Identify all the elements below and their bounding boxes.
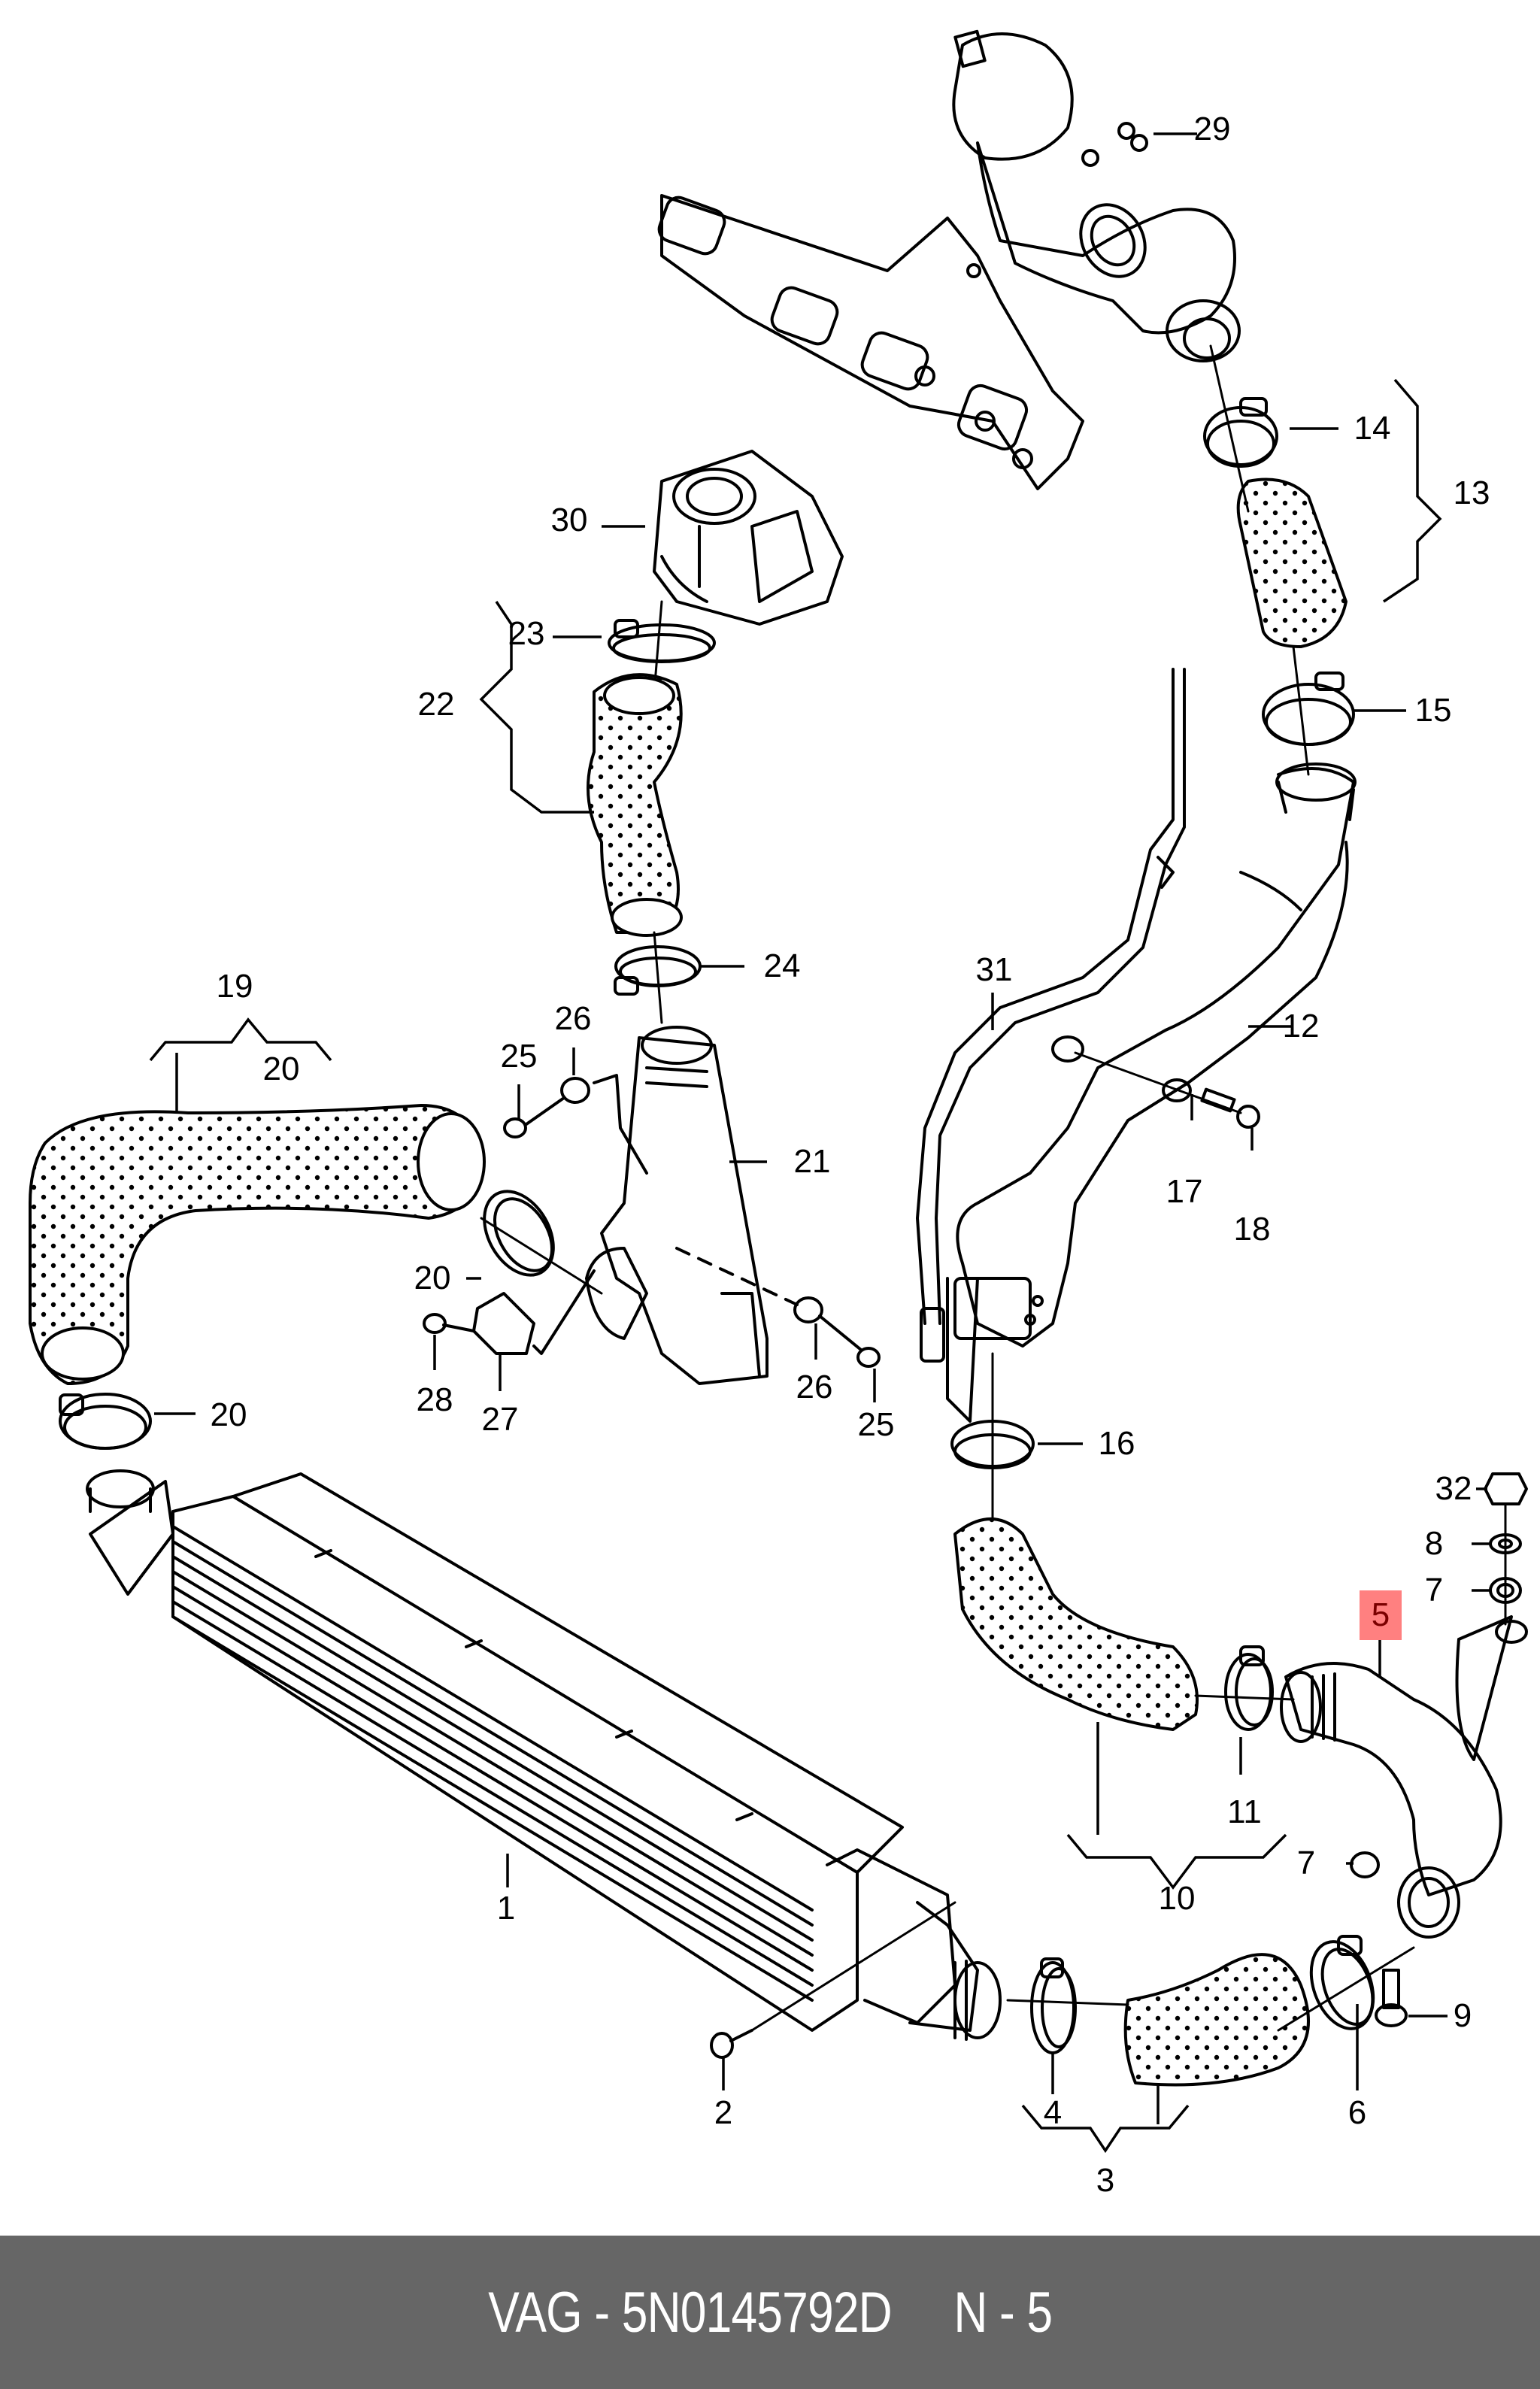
callout-28: 28 [416, 1381, 453, 1418]
bolt-17-18 [1074, 1051, 1260, 1129]
callout-11: 11 [1227, 1793, 1262, 1830]
bolt-25-26-lower [675, 1247, 881, 1368]
hose-19 [29, 1104, 483, 1385]
callout-10: 10 [1158, 1880, 1196, 1917]
footer-bar: VAG - 5N0145792D N - 5 [0, 2236, 1540, 2389]
callout-8: 8 [1424, 1525, 1444, 1562]
part-number-caption: VAG - 5N0145792D N - 5 [488, 2280, 1053, 2345]
callout-17: 17 [1166, 1173, 1203, 1210]
hose-13 [1236, 477, 1348, 648]
hose-22 [587, 673, 683, 934]
throttle-body-30 [653, 450, 844, 626]
callout-4: 4 [1043, 2094, 1063, 2131]
callout-29: 29 [1193, 111, 1231, 147]
callout-3: 3 [1096, 2162, 1115, 2199]
callout-14: 14 [1354, 410, 1391, 447]
intercooler-1 [86, 1469, 1002, 2041]
bolt-2 [710, 1901, 956, 2059]
bolt-25-26-upper [503, 1074, 648, 1175]
pipe-21 [585, 1026, 768, 1385]
parts-diagram: 29 14 13 15 30 23 22 24 31 12 19 20 26 2… [29, 29, 1528, 2199]
callout-31: 31 [975, 951, 1013, 988]
callout-19: 19 [216, 968, 253, 1005]
hose-clamp-15 [1262, 672, 1355, 746]
callout-20-mid: 20 [414, 1260, 451, 1296]
callout-22: 22 [417, 686, 455, 723]
nut-washer-stack [1350, 1472, 1528, 2027]
callout-16: 16 [1098, 1425, 1135, 1462]
callout-7-upper: 7 [1424, 1572, 1444, 1608]
callout-26-upper: 26 [554, 1000, 592, 1037]
callout-21: 21 [793, 1143, 831, 1180]
callout-30: 30 [550, 502, 588, 538]
callout-20-lower: 20 [210, 1396, 247, 1433]
hose-clamp-11 [1224, 1645, 1274, 1731]
exhaust-manifold [657, 194, 1084, 490]
callout-26-lower: 26 [796, 1369, 833, 1405]
hose-clamp-23 [608, 619, 716, 663]
callout-1: 1 [496, 1890, 516, 1927]
callout-23: 23 [508, 615, 545, 652]
hose-clamp-6 [1309, 1935, 1375, 2030]
hose-clamp-4 [1030, 1957, 1077, 2054]
callout-18: 18 [1233, 1211, 1271, 1248]
callout-5-highlighted[interactable]: 5 [1360, 1590, 1402, 1640]
leader-lines [149, 132, 1490, 2154]
charge-pipe-5 [1280, 1615, 1528, 1939]
turbocharger [952, 29, 1241, 362]
callout-15: 15 [1414, 692, 1452, 729]
hose-clamp-20-upper [483, 1190, 555, 1277]
callout-6: 6 [1348, 2094, 1367, 2131]
hose-clamp-14 [1203, 397, 1278, 468]
callout-2: 2 [714, 2094, 733, 2131]
callout-5-text: 5 [1371, 1596, 1390, 1633]
sensor-27 [423, 1269, 596, 1355]
pressure-pipe-12 [946, 762, 1357, 1423]
hose-clamp-20-lower [59, 1393, 152, 1450]
callout-27: 27 [481, 1401, 519, 1438]
pipe-31 [916, 668, 1186, 1325]
callout-20-top: 20 [262, 1050, 300, 1087]
hose-10 [953, 1517, 1199, 1731]
callout-9: 9 [1453, 1997, 1472, 2034]
diagram-drawing [29, 29, 1528, 2154]
callout-13: 13 [1453, 474, 1490, 511]
hose-3 [1123, 1953, 1310, 2087]
callout-25-upper: 25 [500, 1038, 538, 1075]
callout-32: 32 [1435, 1470, 1472, 1507]
callout-24: 24 [763, 947, 801, 984]
callout-25-lower: 25 [857, 1406, 895, 1443]
callout-7-lower: 7 [1296, 1845, 1316, 1881]
callout-12: 12 [1282, 1008, 1320, 1044]
